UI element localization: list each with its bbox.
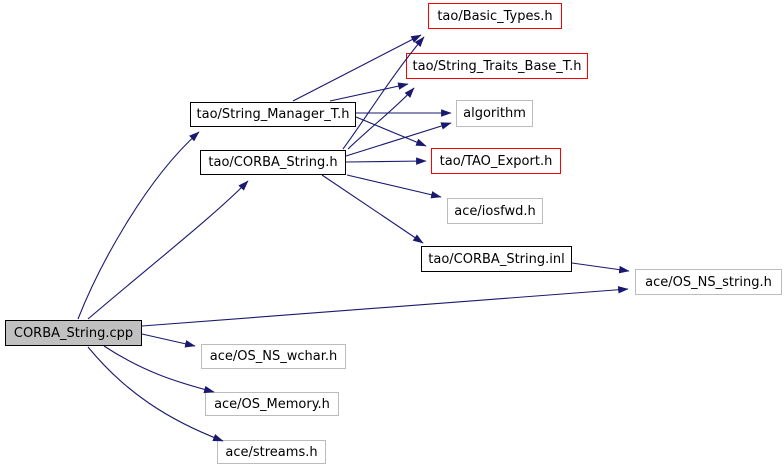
edge-corba-string-h-to-iosfwd — [346, 174, 442, 199]
edge-string-manager-to-basic-types — [292, 34, 422, 102]
edge-cpp-to-os-ns-wchar — [141, 333, 196, 348]
edge-cpp-to-string-manager — [77, 131, 200, 320]
node-ace-iosfwd-h: ace/iosfwd.h — [447, 198, 543, 224]
node-tao-basic-types-h[interactable]: tao/Basic_Types.h — [428, 3, 562, 29]
edge-string-manager-to-string-traits — [329, 82, 409, 102]
edge-cpp-to-os-memory — [103, 345, 215, 394]
node-tao-string-manager-t-h[interactable]: tao/String_Manager_T.h — [190, 102, 356, 127]
node-tao-tao-export-h[interactable]: tao/TAO_Export.h — [431, 148, 561, 174]
node-corba-string-cpp: CORBA_String.cpp — [5, 320, 142, 346]
edge-corba-string-inl-to-os-ns-string — [571, 262, 630, 274]
node-ace-os-ns-wchar-h: ace/OS_NS_wchar.h — [201, 344, 346, 369]
edge-corba-string-h-to-corba-string-inl — [321, 174, 424, 244]
node-tao-corba-string-h[interactable]: tao/CORBA_String.h — [200, 150, 346, 175]
node-tao-string-traits-base-t-h[interactable]: tao/String_Traits_Base_T.h — [406, 53, 588, 79]
node-algorithm: algorithm — [456, 100, 533, 127]
edge-string-manager-to-tao-export — [355, 116, 427, 147]
edge-cpp-to-os-ns-string — [141, 286, 629, 327]
node-ace-streams-h: ace/streams.h — [217, 440, 326, 464]
node-ace-os-memory-h: ace/OS_Memory.h — [205, 392, 339, 416]
node-ace-os-ns-string-h: ace/OS_NS_string.h — [635, 269, 782, 295]
edge-cpp-to-corba-string-h — [87, 180, 249, 320]
edge-corba-string-h-to-tao-export — [345, 157, 427, 165]
node-tao-corba-string-inl[interactable]: tao/CORBA_String.inl — [421, 246, 572, 272]
edge-corba-string-h-to-string-traits — [347, 87, 415, 150]
